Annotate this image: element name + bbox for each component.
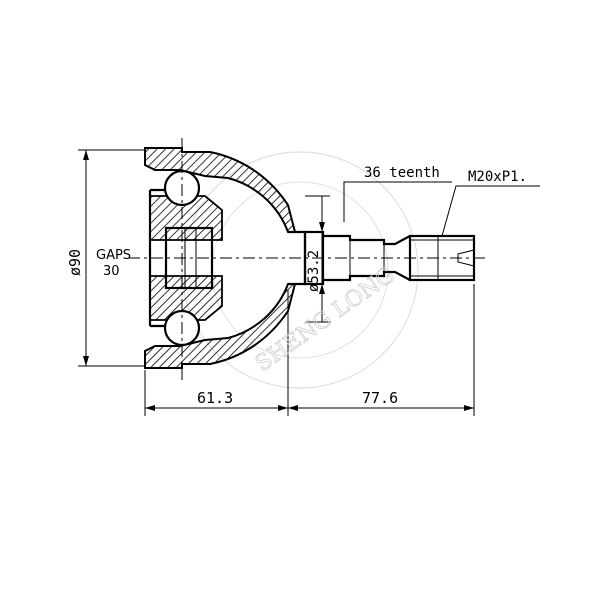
shaft-diameter-label: ø53.2 — [306, 250, 322, 292]
gaps-title: GAPS — [96, 248, 131, 263]
thread-label: M20xP1. — [468, 169, 527, 185]
bell-length-label: 61.3 — [197, 389, 233, 407]
inner-race — [164, 226, 214, 290]
dim-outer-diameter — [78, 149, 145, 367]
teeth-label: 36 teenth — [364, 165, 440, 181]
gaps-value: 30 — [103, 264, 120, 279]
thread-leader — [441, 185, 540, 237]
outer-diameter-label: ø90 — [66, 249, 84, 276]
shaft-length-label: 77.6 — [362, 389, 398, 407]
threaded-stub — [408, 234, 476, 282]
teeth-leader — [343, 181, 452, 222]
dim-shaft-diameter — [305, 195, 330, 323]
shaft-body — [323, 234, 411, 282]
dim-lengths — [144, 284, 475, 416]
